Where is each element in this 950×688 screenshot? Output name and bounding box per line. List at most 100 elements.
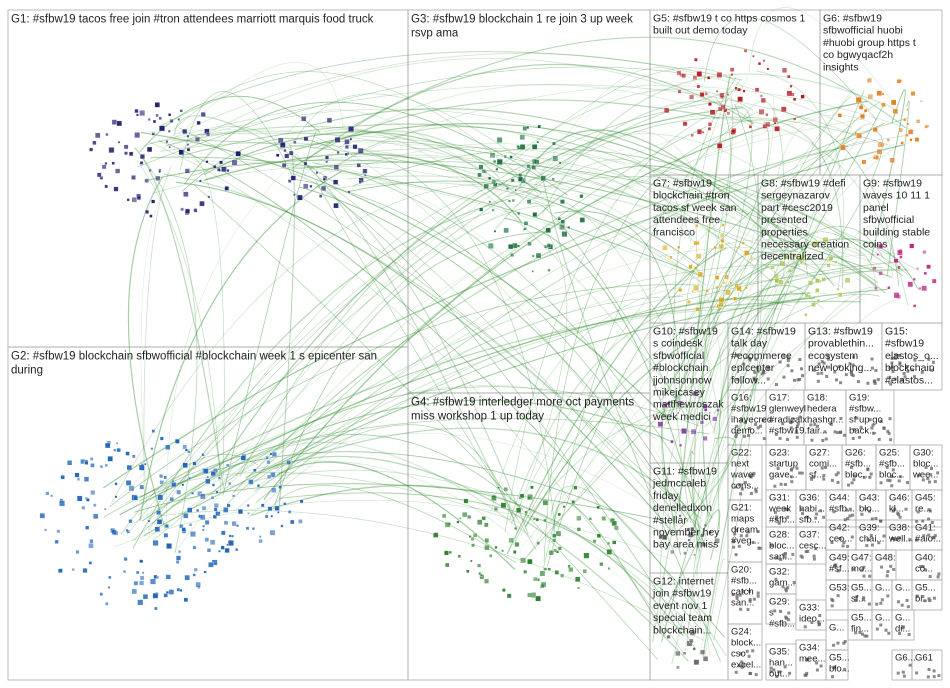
node-g45: [928, 509, 932, 513]
edge: [160, 142, 707, 286]
edge: [533, 67, 715, 186]
node-g29: [773, 609, 777, 613]
edge: [324, 129, 696, 421]
node-g4: [473, 533, 478, 538]
edge: [652, 127, 862, 643]
node-g6: [858, 105, 864, 110]
node-g1: [349, 137, 353, 141]
group-label-g48: G48:: [875, 553, 896, 564]
edge: [293, 178, 708, 548]
edge: [315, 180, 537, 551]
node-g6: [892, 108, 899, 114]
edge: [328, 181, 685, 271]
node-g2: [203, 468, 209, 474]
node-g31: [786, 515, 790, 519]
edge: [173, 115, 341, 187]
node-g36: [819, 509, 823, 513]
node-g35: [777, 670, 781, 674]
node-g4: [614, 525, 619, 531]
node-g55: [836, 641, 840, 645]
group-label-line: november hey: [653, 527, 720, 539]
node-g1: [184, 168, 190, 174]
node-g3: [496, 137, 503, 143]
group-label-line: excel...: [731, 660, 761, 671]
group-label-line: G53:: [829, 583, 850, 594]
node-g45: [927, 517, 931, 521]
node-g5: [696, 71, 703, 77]
node-g30: [936, 471, 940, 475]
group-label-line: han...: [769, 658, 793, 669]
node-g1: [116, 120, 122, 127]
node-g25: [897, 479, 901, 483]
node-g10: [677, 400, 683, 406]
group-label-line: re...: [915, 504, 931, 515]
edge: [335, 126, 771, 281]
node-g8: [804, 313, 808, 317]
node-g4: [484, 538, 490, 543]
edge: [666, 96, 852, 417]
group-label-line: #radicalx...: [769, 415, 815, 426]
node-g2: [152, 593, 159, 599]
group-label-line: week medici: [652, 411, 711, 423]
node-g4: [470, 559, 473, 563]
node-g23: [798, 471, 802, 475]
node-g8: [813, 241, 819, 247]
node-g2: [154, 606, 158, 611]
node-g38: [895, 538, 899, 542]
node-g20: [741, 590, 745, 593]
node-g5: [780, 106, 787, 113]
edge: [352, 148, 904, 277]
node-g11: [678, 514, 682, 518]
node-g6: [863, 109, 868, 113]
group-label-line: G1: #sfbw19 tacos free join #tron attend…: [11, 14, 374, 26]
node-g17: [789, 426, 793, 430]
node-g5: [681, 73, 686, 78]
node-g19: [859, 426, 863, 429]
node-g25: [890, 484, 894, 488]
node-g2: [236, 524, 239, 528]
group-box-g15: [881, 322, 943, 391]
node-g4: [583, 552, 590, 559]
node-g1: [169, 119, 174, 123]
node-g2: [184, 448, 188, 452]
node-g3: [532, 212, 538, 217]
edge: [690, 106, 753, 415]
node-g2: [232, 494, 236, 498]
node-g5: [676, 70, 682, 76]
group-label-g52: G5...fin...: [851, 613, 872, 635]
group-label-line: G42:: [829, 523, 850, 534]
group-label-line: G44:: [829, 493, 850, 504]
node-g7: [695, 253, 702, 259]
node-g12: [702, 656, 709, 662]
node-g2: [133, 495, 138, 501]
node-g2: [187, 507, 193, 513]
node-g15: [893, 377, 897, 381]
node-g2: [163, 533, 169, 538]
node-g53: [830, 604, 834, 608]
node-g2: [163, 593, 168, 598]
node-g4: [444, 522, 451, 528]
node-g11: [708, 530, 712, 534]
edge: [526, 196, 714, 429]
node-g5: [663, 107, 670, 114]
edge: [143, 288, 888, 537]
node-g1: [344, 145, 349, 149]
node-g2: [179, 524, 184, 529]
node-g4: [582, 569, 587, 574]
node-g4: [596, 533, 601, 538]
node-g4: [576, 515, 582, 521]
node-g4: [554, 570, 560, 575]
node-g9: [922, 250, 927, 254]
edge: [316, 185, 696, 649]
node-g31: [775, 518, 779, 522]
node-g19: [855, 416, 859, 420]
node-g15: [902, 372, 906, 375]
node-g2: [131, 454, 136, 459]
group-label-line: G26:: [845, 448, 866, 459]
node-g2: [227, 540, 234, 546]
edge: [173, 88, 743, 489]
node-g2: [196, 508, 200, 513]
group-label-line: habi...: [799, 504, 825, 515]
node-g25: [879, 481, 883, 485]
